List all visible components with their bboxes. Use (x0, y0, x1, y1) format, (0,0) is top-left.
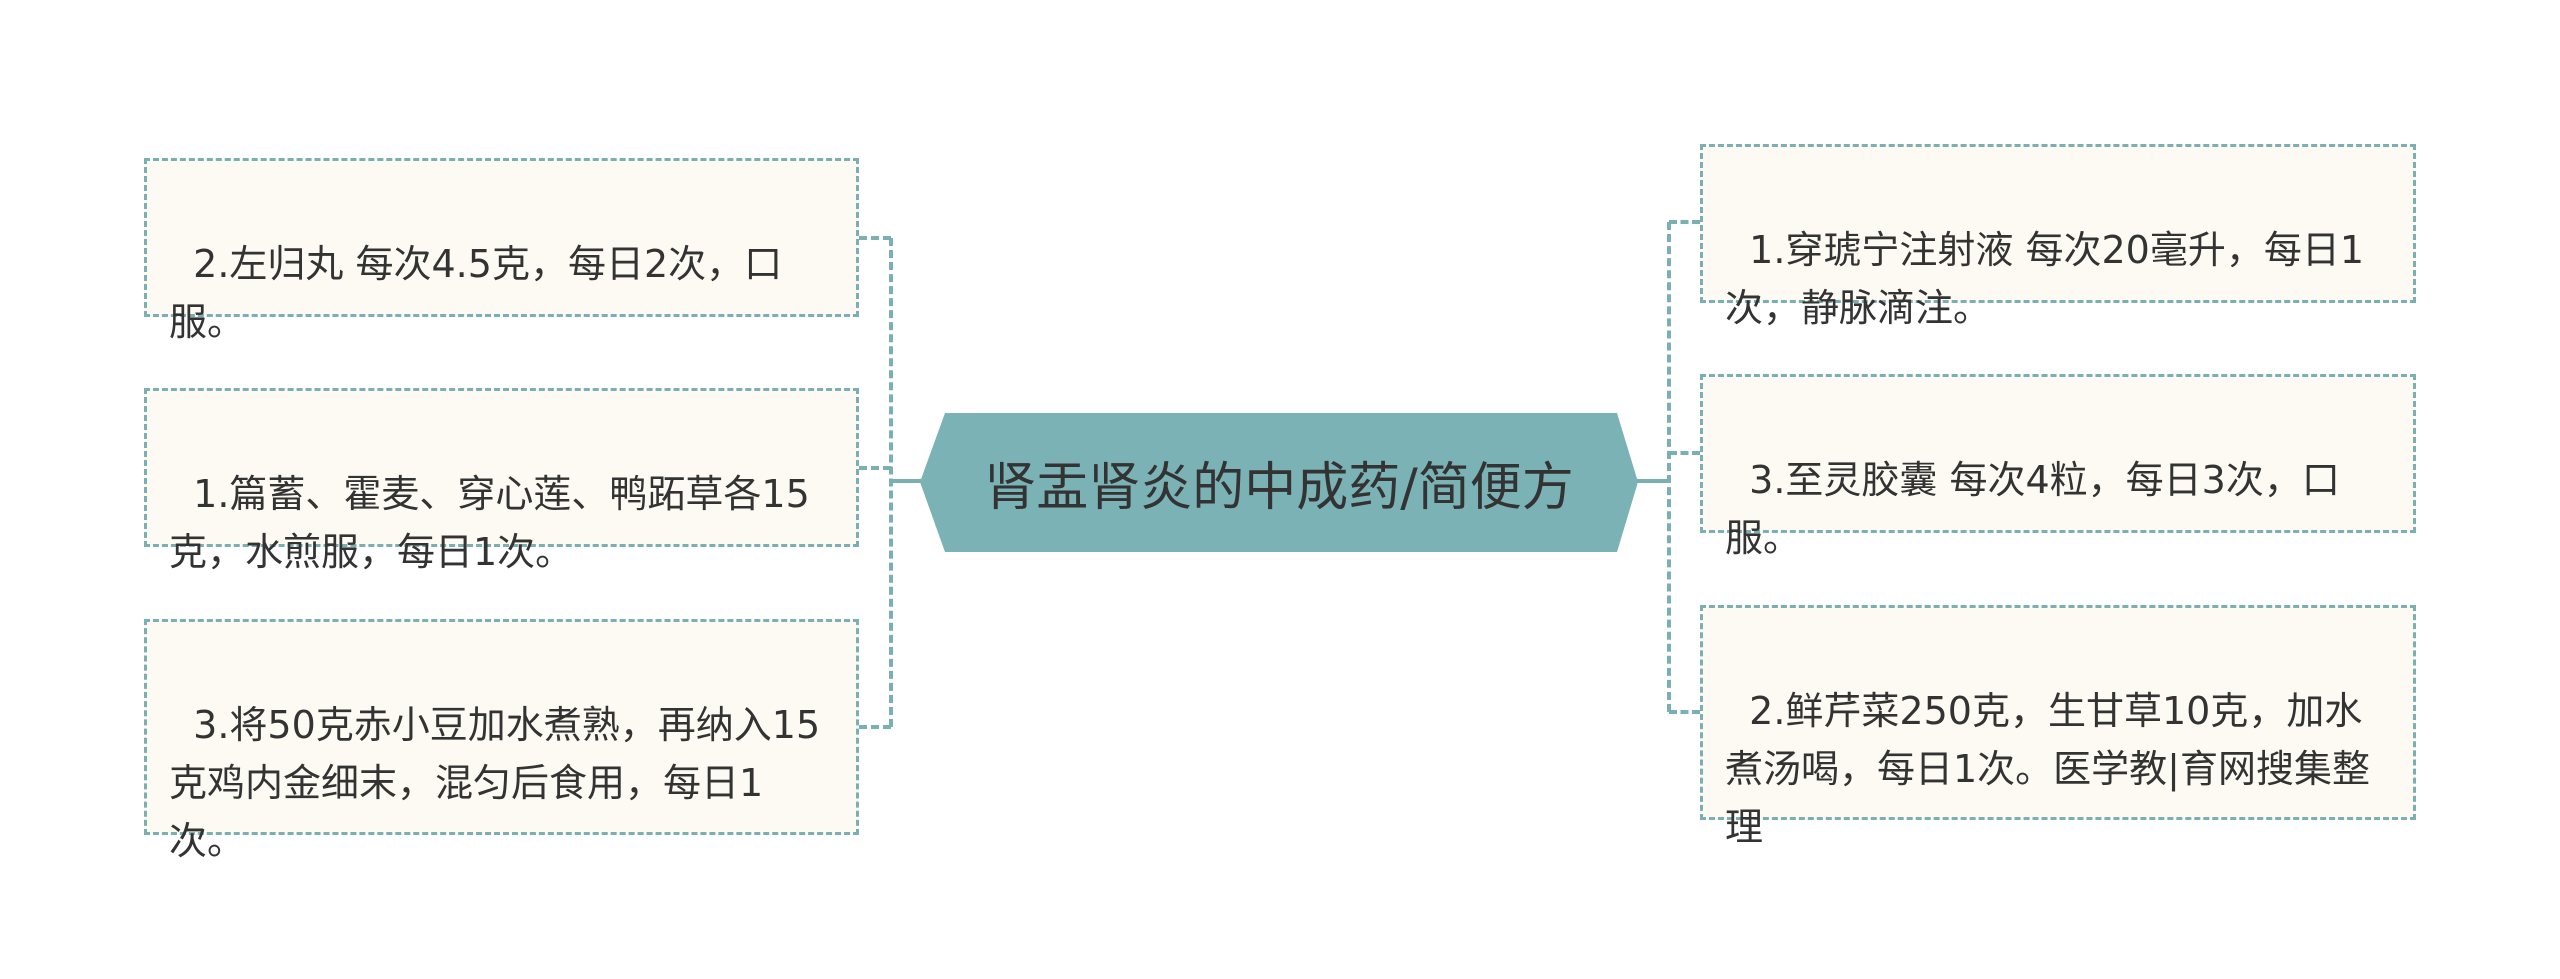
center-topic-node[interactable]: 肾盂肾炎的中成药/简便方 (920, 413, 1638, 552)
right-connector-stub-3 (1669, 710, 1700, 714)
node-text: 3.将50克赤小豆加水煮熟，再纳入15克鸡内金细末，混匀后食用，每日1次。 (169, 703, 821, 863)
left-node-red-bean-recipe[interactable]: 3.将50克赤小豆加水煮熟，再纳入15克鸡内金细末，混匀后食用，每日1次。 (144, 619, 859, 863)
node-text: 1.篇蓄、霍麦、穿心莲、鸭跖草各15克，水煎服，每日1次。 (169, 472, 810, 574)
node-text: 2.左归丸 每次4.5克，每日2次，口服。 (169, 242, 783, 344)
center-topic-title: 肾盂肾炎的中成药/简便方 (984, 458, 1574, 518)
left-connector-stub-3 (859, 725, 891, 729)
right-connector-trunk (1667, 222, 1671, 712)
right-node-zhiling-capsule[interactable]: 3.至灵胶囊 每次4粒，每日3次，口服。 (1700, 374, 2416, 560)
right-connector-stub-1 (1669, 220, 1700, 224)
right-node-chuanhuning-injection[interactable]: 1.穿琥宁注射液 每次20毫升，每日1次，静脉滴注。 (1700, 144, 2416, 330)
left-node-zuoguiwan[interactable]: 2.左归丸 每次4.5克，每日2次，口服。 (144, 158, 859, 344)
right-node-celery-soup[interactable]: 2.鲜芹菜250克，生甘草10克，加水煮汤喝，每日1次。医学教|育网搜集整理 (1700, 605, 2416, 849)
node-text: 3.至灵胶囊 每次4粒，每日3次，口服。 (1725, 458, 2340, 560)
node-text: 1.穿琥宁注射液 每次20毫升，每日1次，静脉滴注。 (1725, 228, 2365, 330)
left-connector-main (891, 479, 923, 483)
right-connector-stub-2 (1669, 451, 1700, 455)
left-connector-stub-2 (859, 466, 891, 470)
left-node-herbal-decoction[interactable]: 1.篇蓄、霍麦、穿心莲、鸭跖草各15克，水煎服，每日1次。 (144, 388, 859, 574)
right-connector-main (1636, 479, 1669, 483)
node-text: 2.鲜芹菜250克，生甘草10克，加水煮汤喝，每日1次。医学教|育网搜集整理 (1725, 689, 2370, 849)
left-connector-stub-1 (859, 236, 891, 240)
